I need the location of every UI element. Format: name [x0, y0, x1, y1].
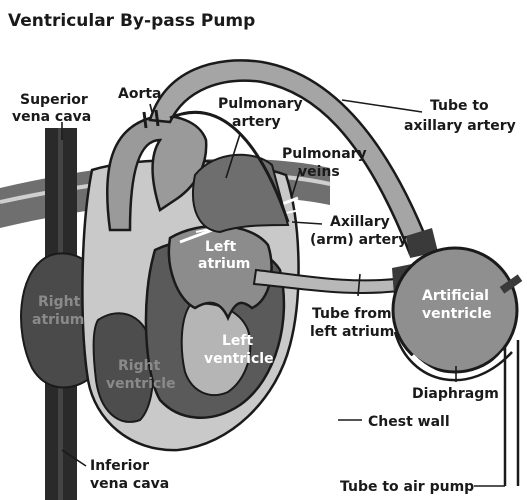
pulmonary-veins-label: veins — [298, 164, 340, 180]
left-atrium-label: Left — [205, 239, 237, 255]
diagram-title: Ventricular By-pass Pump — [8, 11, 255, 31]
aorta-label: Aorta — [118, 86, 162, 102]
left-atrium-label: atrium — [198, 256, 250, 272]
inferior-vena-cava-label: vena cava — [90, 476, 169, 492]
right-atrium-label: Right — [38, 294, 81, 310]
left-ventricle-label: ventricle — [204, 351, 274, 367]
inferior-vena-cava-label: Inferior — [90, 458, 149, 474]
axillary-artery-label: (arm) artery — [310, 232, 407, 248]
tube-from-left-atrium-label: left atrium — [310, 324, 394, 340]
axillary-artery-label: Axillary — [330, 214, 390, 230]
tube-to-air-pump-label: Tube to air pump — [340, 479, 474, 495]
aorta-clamp-mark — [144, 112, 146, 128]
pulmonary-veins-label: Pulmonary — [282, 146, 367, 162]
tube-to-axillary-label: axillary artery — [404, 118, 516, 134]
left-ventricle-label: Left — [222, 333, 254, 349]
aorta-leader — [150, 104, 152, 112]
aorta-clamp-mark — [156, 110, 158, 126]
right-atrium-label: atrium — [32, 312, 84, 328]
superior-vena-cava-label: Superior — [20, 92, 88, 108]
right-ventricle-label: ventricle — [106, 376, 176, 392]
chest-wall-label: Chest wall — [368, 414, 450, 430]
artificial-ventricle-label: Artificial — [422, 288, 489, 304]
tube-to-axillary-label: Tube to — [430, 98, 489, 114]
pulmonary-artery-label: Pulmonary — [218, 96, 303, 112]
right-ventricle-label: Right — [118, 358, 161, 374]
pulmonary-artery-label: artery — [232, 114, 281, 130]
artificial-ventricle-label: ventricle — [422, 306, 492, 322]
diaphragm-label: Diaphragm — [412, 386, 499, 402]
left-ventricle-inner — [182, 304, 251, 395]
superior-vena-cava-label: vena cava — [12, 109, 91, 125]
air-pump-tube — [505, 340, 518, 486]
tube-from-left-atrium-label: Tube from — [312, 306, 392, 322]
tube-to-axillary-leader — [342, 100, 422, 112]
